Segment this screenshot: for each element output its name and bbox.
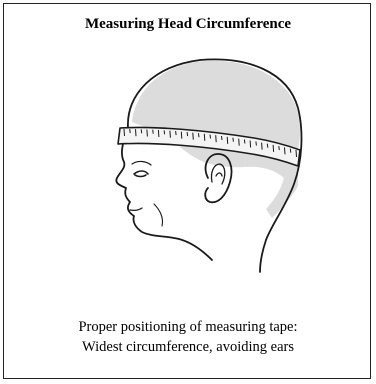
tape-tick <box>176 131 177 135</box>
tape-tick <box>279 146 280 150</box>
tape-tick <box>239 139 240 146</box>
tape-tick <box>256 142 257 146</box>
tape-tick <box>222 136 223 140</box>
tape-tick <box>204 134 205 141</box>
tape-tick <box>216 135 217 142</box>
tape-tick <box>164 130 165 134</box>
tape-tick <box>147 130 148 137</box>
tape-tick <box>199 133 200 137</box>
tape-tick <box>181 132 182 139</box>
tape-tick <box>290 149 291 153</box>
eye <box>134 171 148 177</box>
caption-line-2: Widest circumference, avoiding ears <box>4 337 372 357</box>
tape-tick <box>227 137 228 144</box>
infant-head-illustration <box>4 4 372 284</box>
tape-tick <box>250 141 251 148</box>
tape-tick <box>273 145 274 152</box>
tape-tick <box>285 147 286 154</box>
tape-tick <box>267 144 268 148</box>
tape-tick <box>210 135 211 139</box>
tape-tick <box>296 150 297 157</box>
tape-tick <box>193 133 194 140</box>
tape-tick <box>130 129 131 133</box>
tape-tick <box>158 130 159 137</box>
cheek-line <box>154 204 163 226</box>
ear-inner <box>211 164 224 184</box>
tape-tick <box>124 129 125 136</box>
figure-frame: Measuring Head Circumference Proper posi… <box>3 3 371 379</box>
eyebrow <box>132 161 151 165</box>
figure-caption: Proper positioning of measuring tape: Wi… <box>4 317 372 357</box>
tape-tick <box>141 129 142 133</box>
tape-tick <box>170 131 171 138</box>
tape-tick <box>153 130 154 134</box>
tape-tick <box>233 138 234 142</box>
tape-tick <box>262 143 263 150</box>
tape-tick <box>187 132 188 136</box>
tape-tick <box>136 129 137 136</box>
caption-line-1: Proper positioning of measuring tape: <box>4 317 372 337</box>
tape-tick <box>244 140 245 144</box>
mouth <box>130 208 142 210</box>
